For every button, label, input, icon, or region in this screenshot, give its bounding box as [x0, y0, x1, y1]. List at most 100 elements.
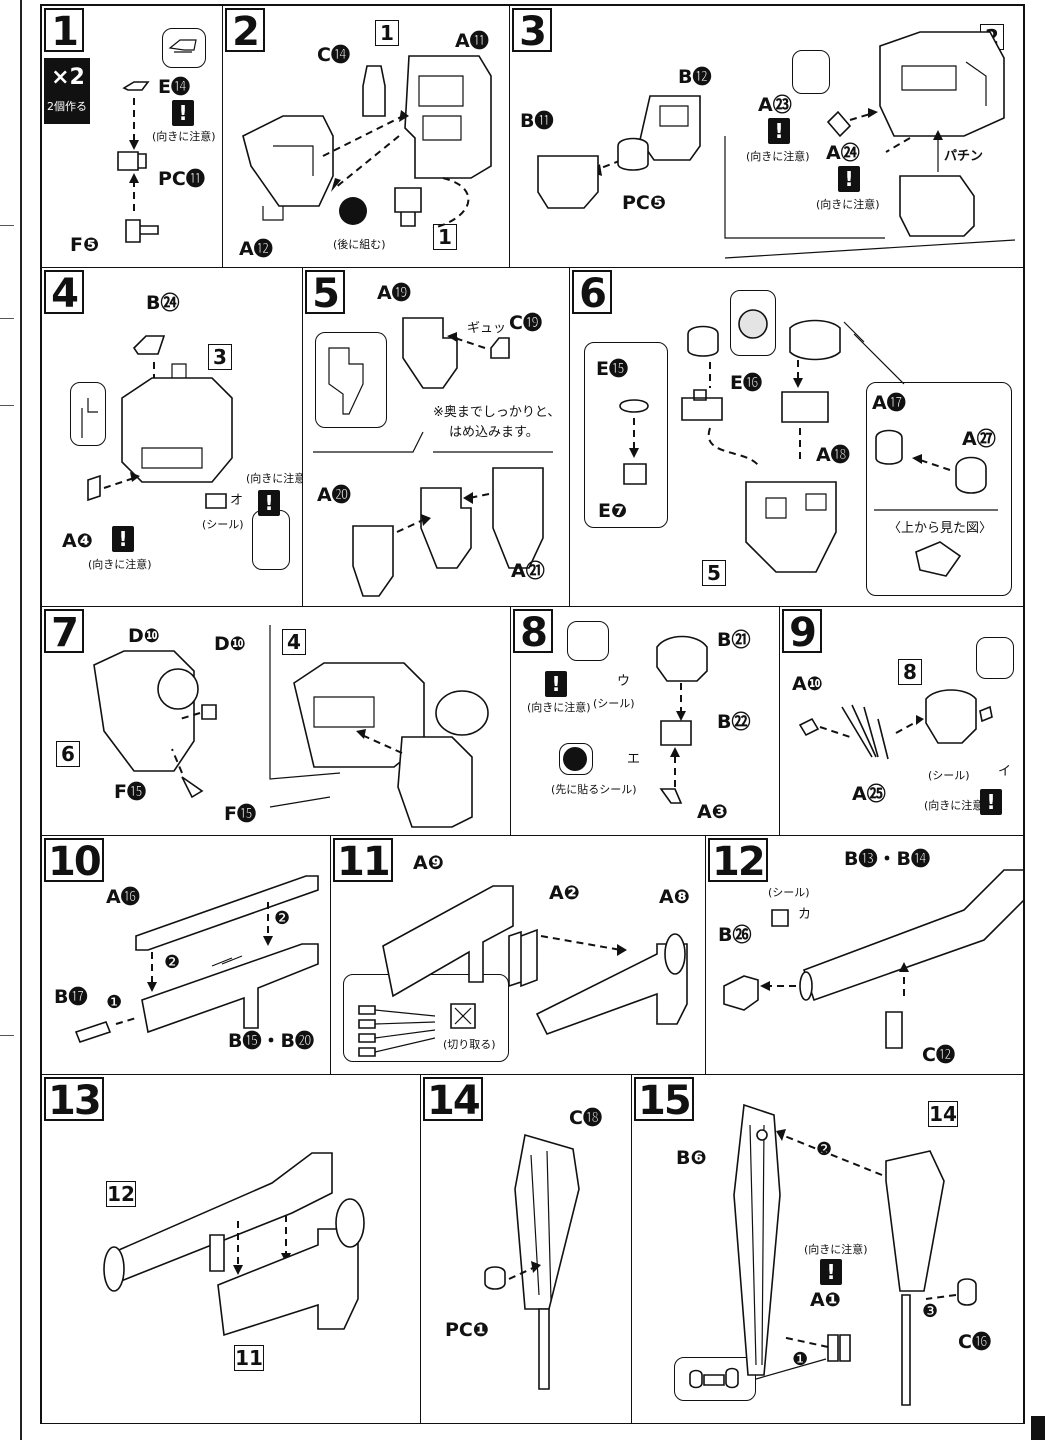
step-number: 14: [423, 1077, 483, 1123]
step-1-panel: 1 ×2 2個作る E⓮ ! (向きに注意) PC⓫ F❺: [41, 5, 223, 268]
part-label-b12: B⓬: [678, 66, 712, 88]
step-6-panel: 6 5 E⓯ E⓰ E❼ A⓲: [569, 267, 1024, 607]
sticker-note: (シール): [928, 769, 970, 782]
ref-box-step5: 5: [702, 560, 726, 586]
hint-box: [162, 28, 206, 68]
margin-tick: [0, 318, 14, 319]
step-number: 9: [782, 609, 822, 655]
sticker-code: カ: [798, 907, 812, 922]
part-label-e15: E⓯: [596, 358, 628, 380]
part-label-a17: A⓱: [872, 392, 906, 414]
step-number: 6: [572, 270, 612, 316]
part-label-a27: A㉗: [962, 428, 996, 450]
warning-icon: !: [258, 490, 280, 516]
margin-tick: [0, 1035, 14, 1036]
order-marker: ❷: [274, 908, 291, 929]
order-marker: ❷: [164, 952, 181, 973]
step-number: 10: [44, 838, 104, 884]
step-14-art: [484, 1133, 580, 1390]
part-label-a24: A㉔: [826, 142, 860, 164]
warning-icon: !: [172, 100, 194, 126]
ref-box-step11: 11: [234, 1345, 264, 1371]
instruction-note-line1: ※奥までしっかりと、: [433, 405, 561, 420]
step-13-panel: 13 12 11: [41, 1074, 421, 1424]
sticker-code: オ: [230, 493, 244, 508]
step-13-art: [103, 1152, 365, 1337]
part-label-a25: A㉕: [852, 783, 886, 805]
cut-note: (切り取る): [443, 1038, 496, 1051]
step-9-art: [798, 689, 993, 760]
part-label-a16: A⓰: [106, 886, 140, 908]
step-number: 4: [44, 270, 84, 316]
step-5-panel: 5 A⓳ C⓳ ギュッ ※奥までしっかりと、 はめ込みます。 A⓴ A㉑: [302, 267, 570, 607]
step-number: 8: [513, 609, 553, 655]
part-label-e16: E⓰: [730, 372, 762, 394]
part-label-pc11: PC⓫: [158, 168, 205, 190]
caution-note: (向きに注意): [88, 558, 152, 571]
part-label-b15-b20: B⓯・B⓴: [228, 1030, 314, 1052]
step-2-art: [242, 55, 492, 229]
step-4-panel: 4 3 B㉔ A❹ ! (向きに注意) (向きに注意) ! (シール) オ: [41, 267, 303, 607]
step-8-panel: 8 B㉑ B㉒ A❸ ! (向きに注意) (シール) ウ エ (先に貼るシール): [510, 606, 780, 836]
part-label-a18: A⓲: [816, 444, 850, 466]
detail-box: [584, 342, 668, 528]
detail-box: [567, 621, 609, 661]
step-14-panel: 14 C⓲ PC❶: [420, 1074, 632, 1424]
warning-icon: !: [980, 789, 1002, 815]
ref-box-step6: 6: [56, 741, 80, 767]
part-label-b6: B❻: [676, 1147, 707, 1169]
left-page-margin: [0, 0, 22, 1440]
step-10-panel: 10 A⓰ B⓱ B⓯・B⓴ ❷ ❷ ❶: [41, 835, 331, 1075]
caution-note: (向きに注意): [746, 150, 810, 163]
step-number: 13: [44, 1077, 104, 1123]
part-label-a8: A❽: [659, 886, 690, 908]
press-sound-label: ギュッ: [467, 321, 507, 336]
part-label-b22: B㉒: [717, 711, 751, 733]
ref-box-step3: 3: [208, 344, 232, 370]
part-label-c16: C⓰: [958, 1331, 991, 1353]
part-label-c14: C⓮: [317, 44, 350, 66]
part-label-c12: C⓬: [922, 1044, 955, 1066]
part-label-e7: E❼: [598, 500, 628, 522]
first-sticker-note: (先に貼るシール): [551, 783, 637, 796]
order-marker: ❶: [106, 992, 123, 1013]
part-label-c18: C⓲: [569, 1107, 602, 1129]
part-label-b13-b14: B⓭・B⓮: [844, 848, 930, 870]
step-1-art: [117, 39, 197, 243]
step-number: 3: [512, 8, 552, 54]
part-label-c19: C⓳: [509, 312, 542, 334]
part-label-d10: D❿: [214, 633, 246, 655]
part-label-b24: B㉔: [146, 292, 180, 314]
step-12-art: [723, 869, 1023, 1049]
sticker-note: (シール): [593, 697, 635, 710]
step-3-panel: 3 2 B⓬ B⓫ PC❺ A㉓ ! (向きに注意) A㉔ ! (向きに注意) …: [509, 5, 1024, 268]
step-8-art: [563, 635, 708, 804]
page-corner-mark: [1031, 1416, 1045, 1440]
later-note: (後に組む): [333, 238, 386, 251]
part-label-pc1: PC❶: [445, 1319, 489, 1341]
multiplier-label: ×2: [48, 62, 88, 94]
step-number: 1: [44, 8, 84, 54]
ref-box-step4: 4: [282, 629, 306, 655]
caution-note: (向きに注意): [152, 130, 216, 143]
multiplier-note: 2個作る: [47, 100, 87, 113]
step-number: 15: [634, 1077, 694, 1123]
part-label-b26: B㉖: [718, 924, 752, 946]
part-label-b21: B㉑: [717, 629, 751, 651]
step-number: 5: [305, 270, 345, 316]
snap-sound-label: パチン: [944, 149, 984, 164]
order-marker: ❸: [922, 1301, 939, 1322]
part-label-a3: A❸: [697, 801, 728, 823]
part-label-a2: A❷: [549, 882, 580, 904]
step-15-panel: 15 14 B❻ (向きに注意) ! A❶ C⓰ ❷ ❸ ❶: [631, 1074, 1024, 1424]
step-2-panel: 2 1 1 C⓮ A⓫ A⓬ (後に組む): [222, 5, 510, 268]
caution-note: (向きに注意): [804, 1243, 868, 1256]
step-number: 11: [333, 838, 393, 884]
margin-tick: [0, 405, 14, 406]
warning-icon: !: [768, 118, 790, 144]
ref-box-step12: 12: [106, 1181, 136, 1207]
step-11-panel: 11 A❾ A❷ A❽ (切り取る): [330, 835, 706, 1075]
step-4-art: [81, 335, 233, 509]
step-number: 12: [708, 838, 768, 884]
